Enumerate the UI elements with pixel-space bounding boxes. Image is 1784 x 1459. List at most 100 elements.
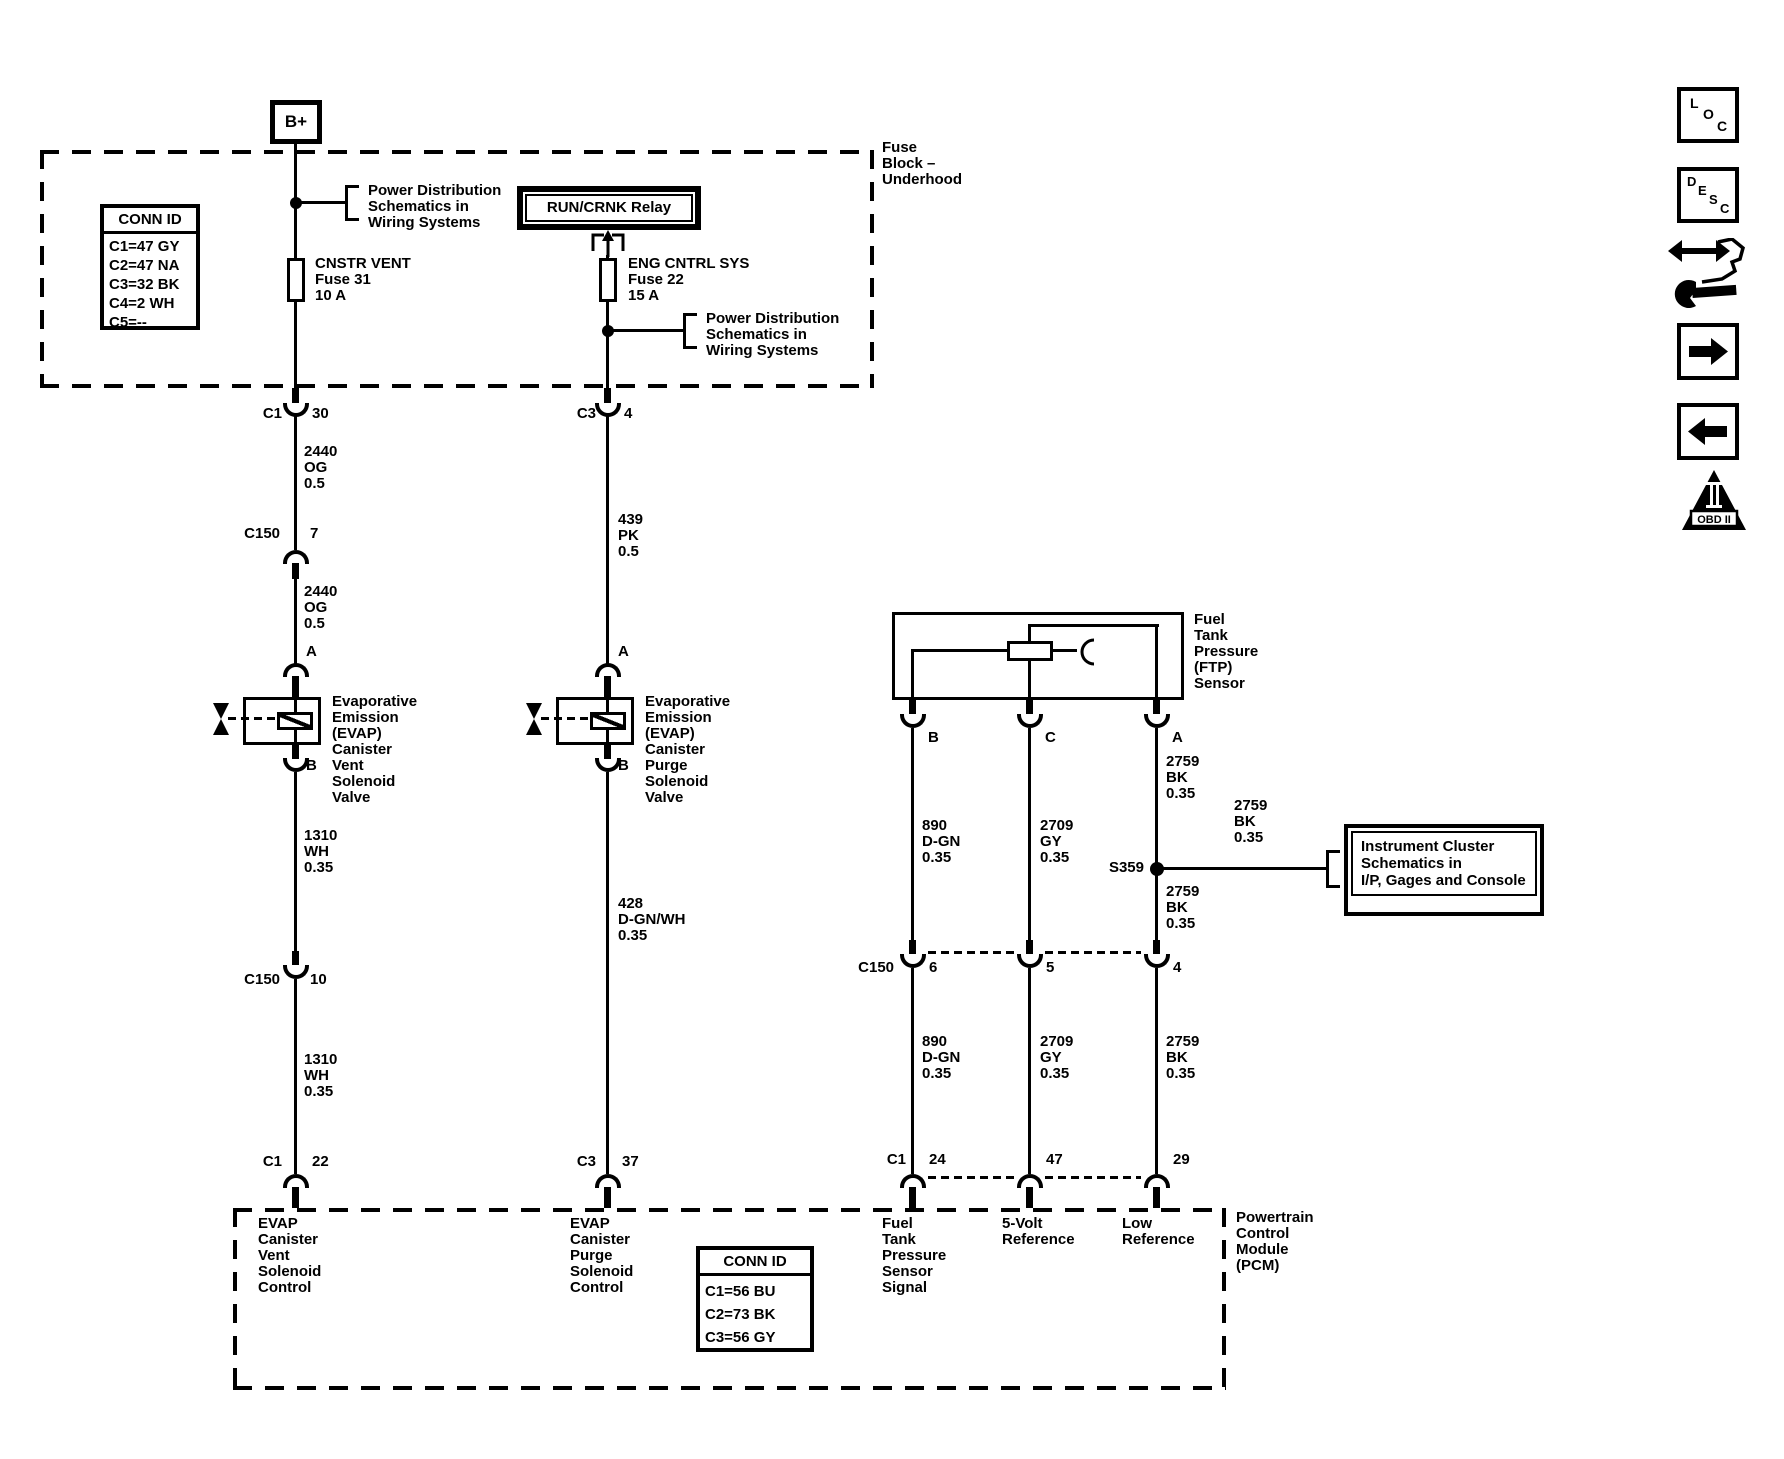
pcm-function-label: EVAP Canister Purge Solenoid Control [570, 1215, 634, 1296]
connector-arc-valve-b [283, 758, 309, 772]
wire-label: 2759 BK 0.35 [1234, 797, 1268, 846]
fuse-block-border-top [40, 150, 874, 154]
desc-letter: S [1709, 192, 1718, 207]
connector-arc-c3-37 [595, 1174, 621, 1188]
connector-pin: 29 [1173, 1151, 1190, 1168]
connector-arc-c150-10 [283, 965, 309, 979]
connector-pin: 4 [1173, 959, 1182, 976]
obd2-button[interactable]: OBD II [1680, 468, 1748, 532]
connector-pin-stub [604, 388, 611, 403]
connector-pin: 37 [622, 1153, 639, 1170]
valve-coil-symbol [277, 712, 313, 730]
connector-pin: 47 [1046, 1151, 1063, 1168]
terminal-letter: B [618, 757, 629, 774]
wire-label: 1310 WH 0.35 [304, 827, 338, 876]
pcm-border-left [233, 1208, 237, 1390]
obd2-label: OBD II [1697, 514, 1731, 526]
connector-arc-c1-29 [1144, 1174, 1170, 1188]
ftp-sensor-label: Fuel Tank Pressure (FTP) Sensor [1194, 611, 1259, 692]
terminal-letter: A [618, 643, 629, 660]
fuse-block-title: Fuse Block – Underhood [882, 139, 962, 188]
ftp-internal-wire [1155, 624, 1158, 700]
wire-439-pk [606, 416, 609, 665]
connector-arc-c150-6 [900, 954, 926, 968]
wire-label: 2709 GY 0.35 [1040, 1033, 1074, 1082]
wire-purge-feed [606, 255, 609, 390]
wire-label: 2440 OG 0.5 [304, 583, 338, 632]
splice-name: S359 [1108, 859, 1144, 876]
purge-valve-label: Evaporative Emission (EVAP) Canister Pur… [645, 693, 731, 806]
fuse-block-conn-id-box: CONN ID C1=47 GY C2=47 NA C3=32 BK C4=2 … [100, 204, 200, 331]
power-dist-ref-right: Power Distribution Schematics in Wiring … [706, 310, 840, 359]
connector-pin-stub [292, 745, 299, 759]
connector-pin: 4 [624, 405, 633, 422]
desc-button[interactable]: D E S C [1677, 167, 1739, 223]
pcm-title: Powertrain Control Module (PCM) [1236, 1209, 1314, 1274]
conn-id-row: C2=73 BK [705, 1306, 776, 1323]
connector-arc-ftp-a [1144, 714, 1170, 728]
pressure-wiper-arc-icon [1080, 638, 1095, 666]
connector-arc-c150-4 [1144, 954, 1170, 968]
tools-swap-icon[interactable] [1666, 238, 1750, 310]
relay-output-terminal-icon [591, 230, 625, 257]
loc-letter: L [1690, 95, 1699, 111]
loc-button[interactable]: L O C [1677, 87, 1739, 143]
pcm-function-label: EVAP Canister Vent Solenoid Control [258, 1215, 322, 1296]
connector-pin-stub [292, 388, 299, 403]
previous-page-button[interactable] [1677, 403, 1739, 460]
resistor-symbol [1007, 641, 1053, 661]
connector-pin-stub [1153, 700, 1160, 714]
wire-428-dgnwh [606, 772, 609, 1174]
conn-id-row: C4=2 WH [109, 295, 175, 312]
next-page-button[interactable] [1677, 323, 1739, 380]
wire-890-dgn [911, 968, 914, 1174]
loc-letter: O [1703, 106, 1714, 122]
connector-pin-stub [1026, 700, 1033, 714]
fuse-block-border-right [870, 150, 874, 388]
pcm-function-label: 5-Volt Reference [1002, 1215, 1075, 1248]
connector-name: C150 [858, 959, 894, 976]
ftp-internal-wire [1028, 624, 1031, 641]
wire-label: 1310 WH 0.35 [304, 1051, 338, 1100]
connector-arc-c1-22 [283, 1174, 309, 1188]
connector-pin: 24 [929, 1151, 946, 1168]
connector-pin-stub [909, 940, 916, 954]
connector-name: C3 [576, 1153, 596, 1170]
fuse-symbol-eng-cntrl-sys [599, 258, 617, 302]
reference-bracket-icon [683, 313, 697, 349]
pcm-border-bottom [233, 1386, 1226, 1390]
terminal-letter: B [306, 757, 317, 774]
wire-label: 439 PK 0.5 [618, 511, 644, 560]
connector-name: C1 [262, 1153, 282, 1170]
connector-pin: 7 [310, 525, 319, 542]
connector-arc-c1-30 [283, 403, 309, 417]
connector-pin-stub [292, 563, 299, 579]
wire-label: 428 D-GN/WH 0.35 [618, 895, 686, 944]
connector-row-dash [1045, 1176, 1141, 1179]
connector-row-dash [928, 951, 1014, 954]
connector-pin-stub [909, 700, 916, 714]
conn-id-row: C3=56 GY [705, 1329, 776, 1346]
ftp-internal-wire [913, 649, 1009, 652]
wire-2759-bk [1155, 968, 1158, 1174]
loc-letter: C [1717, 118, 1728, 134]
connector-pin: 5 [1046, 959, 1055, 976]
wire-890-dgn [911, 728, 914, 940]
reference-bracket-icon [1326, 850, 1340, 888]
right-arrow-icon [1689, 338, 1728, 365]
connector-pin: 30 [312, 405, 329, 422]
instrument-cluster-ref-box: Instrument Cluster Schematics in I/P, Ga… [1344, 824, 1544, 916]
connector-name: C150 [244, 525, 280, 542]
connector-arc-c150-5 [1017, 954, 1043, 968]
connector-pin-stub [1026, 1187, 1033, 1208]
valve-pneumatic-symbol [526, 719, 542, 735]
valve-actuator-link [228, 717, 277, 720]
connector-pin-stub [1026, 940, 1033, 954]
wire-splice-branch [1157, 867, 1326, 870]
connector-pin-stub [1153, 940, 1160, 954]
pcm-border-top [233, 1208, 1226, 1212]
instrument-cluster-ref-label: Instrument Cluster Schematics in I/P, Ga… [1351, 831, 1537, 896]
connector-pin: 10 [310, 971, 327, 988]
terminal-letter: C [1045, 729, 1056, 746]
